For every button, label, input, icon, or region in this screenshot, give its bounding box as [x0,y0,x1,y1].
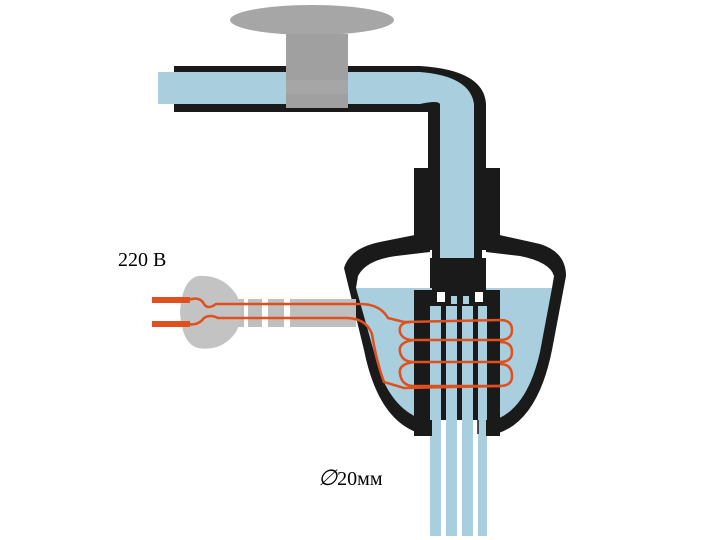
cable-segment [248,299,262,327]
tube-top-cap [432,290,486,306]
tube-wall-right [486,290,500,420]
wire-top [187,297,501,324]
wire-bottom [187,314,501,390]
perforation [451,296,457,304]
perforation [463,296,469,304]
perforation [475,292,483,302]
voltage-label: 220 В [118,249,167,271]
water-stream [478,306,487,536]
tube-bottom-right [486,420,500,436]
tube-bottom-left [414,420,432,436]
diameter-value: 20мм [337,468,383,490]
diameter-symbol: ∅ [318,465,338,490]
heating-coil [398,318,514,388]
perforation [437,292,445,302]
plug-body [180,275,241,349]
cup-inner-top [356,252,554,288]
valve-seat [286,80,348,94]
valve-handle [230,5,394,35]
diameter-label: ∅20мм [318,465,382,491]
tube-wall-left [414,290,432,420]
plug-prong-bottom [152,321,190,327]
water-stream [462,306,473,536]
cable-segment [268,299,284,327]
pipe-outer-shell [174,66,500,270]
water-stream [446,306,457,536]
plug-prong-top [152,297,190,303]
water-stream [430,306,441,536]
